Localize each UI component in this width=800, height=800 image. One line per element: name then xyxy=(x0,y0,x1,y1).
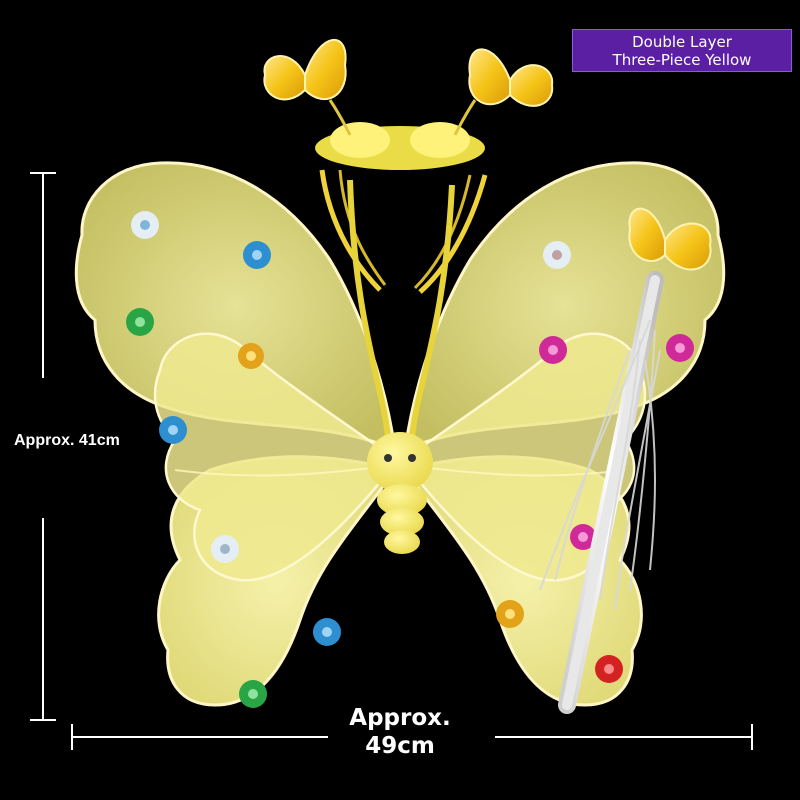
butterfly-wings xyxy=(74,161,726,707)
width-label: Approx. 49cm xyxy=(330,704,470,760)
product-variant-badge: Double Layer Three-Piece Yellow xyxy=(572,29,792,72)
badge-line-1: Double Layer xyxy=(632,33,732,51)
height-dimension-line xyxy=(30,172,56,721)
sequin-decorations xyxy=(126,211,694,708)
butterfly-wand xyxy=(539,207,712,714)
headband-butterfly-left xyxy=(263,38,347,101)
headband-butterfly-right xyxy=(468,48,554,107)
badge-line-2: Three-Piece Yellow xyxy=(612,51,752,69)
butterfly-headband xyxy=(263,38,554,294)
wand-butterfly xyxy=(628,207,712,271)
butterfly-body xyxy=(347,179,455,554)
height-label: Approx. 41cm xyxy=(14,432,120,449)
width-label-line-1: Approx. xyxy=(349,705,451,731)
width-label-line-2: 49cm xyxy=(365,733,435,759)
width-dimension-line xyxy=(71,724,753,750)
